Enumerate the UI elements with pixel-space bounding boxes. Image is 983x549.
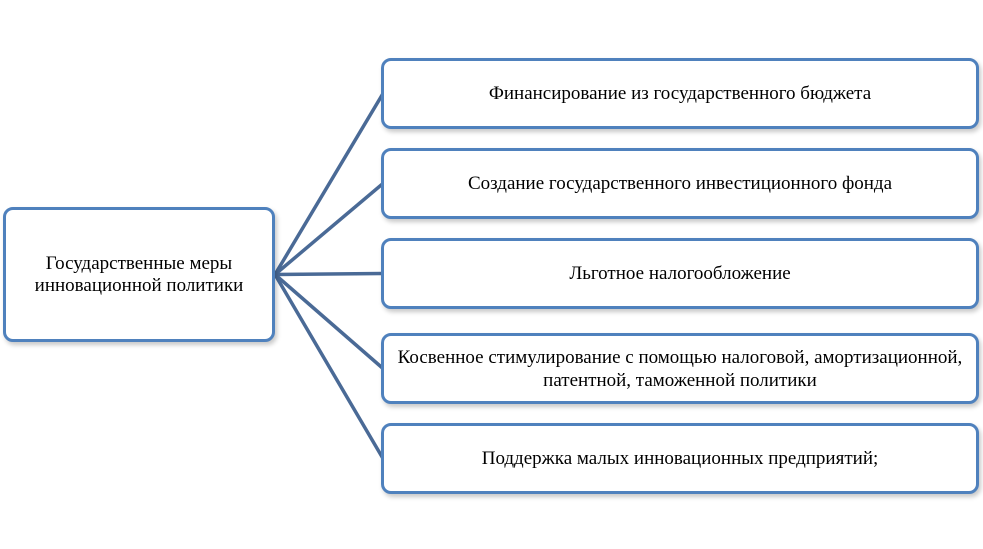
child-node-budget-financing: Финансирование из государственного бюдже…: [381, 58, 979, 129]
child-node-label: Льготное налогообложение: [569, 263, 791, 284]
child-node-label: Косвенное стимулирование с помощью налог…: [397, 346, 963, 391]
child-node-indirect-stimulation: Косвенное стимулирование с помощью налог…: [381, 333, 979, 404]
connector-1: [273, 181, 385, 277]
connector-0: [273, 91, 385, 277]
child-node-tax-benefits: Льготное налогообложение: [381, 238, 979, 309]
child-node-label: Создание государственного инвестиционног…: [467, 173, 893, 194]
connector-2: [273, 271, 385, 277]
connectors: [273, 91, 385, 461]
child-node-label: Поддержка малых инновационных предприяти…: [481, 448, 879, 469]
root-node: Государственные меры инновационной полит…: [3, 207, 275, 342]
child-node-label: Финансирование из государственного бюдже…: [488, 83, 872, 104]
connector-4: [273, 272, 385, 461]
child-node-investment-fund: Создание государственного инвестиционног…: [381, 148, 979, 219]
connector-3: [273, 272, 385, 371]
child-node-small-enterprise-support: Поддержка малых инновационных предприяти…: [381, 423, 979, 494]
root-node-label: Государственные меры инновационной полит…: [34, 252, 244, 296]
